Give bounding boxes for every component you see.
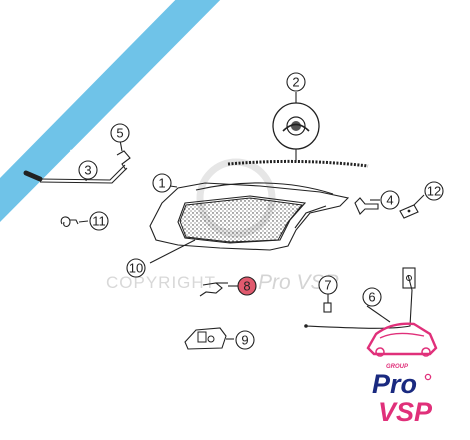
callout-circle xyxy=(110,123,130,143)
callout-circle xyxy=(152,173,172,193)
pro-vsp-logo: GROUP Pro VSP xyxy=(366,322,438,427)
callout-5: 5 xyxy=(110,123,130,143)
callout-12: 12 xyxy=(424,181,444,201)
part-lock-mechanism xyxy=(184,327,234,350)
callout-circle xyxy=(237,276,257,296)
callout-7: 7 xyxy=(318,275,338,295)
callout-circle xyxy=(286,72,306,92)
callout-number: 9 xyxy=(241,333,248,348)
logo-group: GROUP xyxy=(386,364,409,370)
car-silhouette-icon xyxy=(366,322,438,356)
callout-1: 1 xyxy=(152,173,172,193)
callout-number: 10 xyxy=(129,261,143,276)
callout-4: 4 xyxy=(380,190,400,210)
callout-number: 12 xyxy=(427,184,441,199)
callout-9: 9 xyxy=(235,330,255,350)
part-seal-roll xyxy=(272,92,320,162)
callout-number: 11 xyxy=(92,214,106,229)
logo-vsp: VSP xyxy=(378,397,433,427)
watermark-brand: Pro VSP xyxy=(258,271,339,294)
callout-number: 1 xyxy=(158,176,165,191)
part-release-cable xyxy=(304,267,416,329)
callout-number: 7 xyxy=(324,278,331,293)
part-small-clip xyxy=(60,216,79,228)
part-bracket-plate xyxy=(399,194,425,219)
callout-circle xyxy=(424,181,444,201)
callout-number: 8 xyxy=(243,279,250,294)
part-bump-stop xyxy=(323,294,332,313)
watermark-prefix: COPYRIGHT xyxy=(106,273,216,292)
callout-11: 11 xyxy=(89,211,109,231)
callout-circle xyxy=(318,275,338,295)
part-clip-spring xyxy=(116,139,131,171)
callout-number: 5 xyxy=(116,126,123,141)
callout-circle xyxy=(235,330,255,350)
callout-circle xyxy=(89,211,109,231)
part-latch-hook xyxy=(199,282,238,297)
callout-10: 10 xyxy=(126,258,146,278)
logo-pro: Pro xyxy=(372,369,417,399)
callout-circle xyxy=(78,160,98,180)
part-insulation-pad xyxy=(149,197,303,264)
callout-number: 3 xyxy=(84,163,91,178)
part-striker-pin xyxy=(354,197,379,215)
callout-circle xyxy=(126,258,146,278)
callout-number: 2 xyxy=(292,75,299,90)
callout-8: 8 xyxy=(237,276,257,296)
callout-6: 6 xyxy=(362,287,382,307)
part-seal-strip xyxy=(227,159,369,168)
callout-circle xyxy=(362,287,382,307)
callout-number: 4 xyxy=(386,193,393,208)
callout-3: 3 xyxy=(78,160,98,180)
part-boot-lid xyxy=(149,182,350,251)
callout-number: 6 xyxy=(368,290,375,305)
callout-circle xyxy=(380,190,400,210)
callout-2: 2 xyxy=(286,72,306,92)
